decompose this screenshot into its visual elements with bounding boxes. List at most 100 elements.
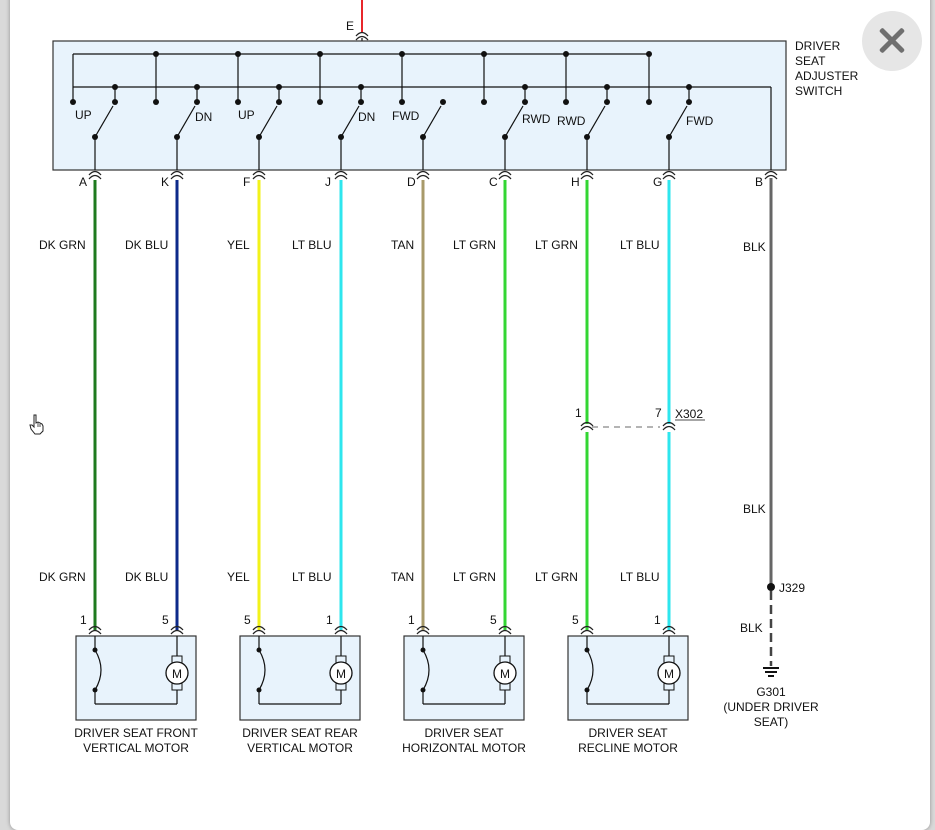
switch-pin-label: F <box>243 175 250 189</box>
wire-color-label: DK BLU <box>125 570 168 584</box>
ground-wire-label-3: BLK <box>740 621 763 635</box>
wire-color-label: DK GRN <box>39 570 86 584</box>
contact-label: UP <box>238 108 255 122</box>
wire-color-label: TAN <box>391 238 414 252</box>
wire-color-label: YEL <box>227 570 250 584</box>
splice-label: J329 <box>779 581 805 595</box>
motor-terminal-label: 1 <box>326 613 333 627</box>
wire-circuit-k: K5 <box>161 170 184 635</box>
switch-contact-labels: UP DN UP DN FWD RWD RWD FWD <box>75 108 714 128</box>
contact-label: RWD <box>557 114 586 128</box>
contact-label: FWD <box>392 109 420 123</box>
wire-color-labels: DK GRN DK GRN DK BLU DK BLU YEL YEL LT BLU LT B… <box>39 238 660 584</box>
svg-text:DRIVER: DRIVER <box>795 39 841 53</box>
switch-pin-label: B <box>755 175 763 189</box>
svg-text:ADJUSTER: ADJUSTER <box>795 69 859 83</box>
wire-color-label: TAN <box>391 570 414 584</box>
svg-text:SEAT: SEAT <box>795 54 826 68</box>
wire-circuit-b: B <box>755 170 778 189</box>
switch-pin-label: D <box>407 175 416 189</box>
switch-internal-circuit <box>70 51 772 170</box>
motor-symbol: M <box>336 667 346 681</box>
wire-color-label: LT BLU <box>620 570 660 584</box>
motor-icon: M <box>657 661 681 685</box>
motor-terminal-label: 5 <box>162 613 169 627</box>
motor-name: RECLINE MOTOR <box>578 741 678 755</box>
contact-label: DN <box>358 110 375 124</box>
wire-color-label: LT GRN <box>453 570 496 584</box>
wire-color-label: LT GRN <box>535 238 578 252</box>
wire-circuit-f: F5 <box>243 170 266 635</box>
wire-color-label: DK BLU <box>125 238 168 252</box>
motor-terminal-label: 5 <box>244 613 251 627</box>
wire-circuit-d: D1 <box>407 170 430 635</box>
connector-x302: 1 7 X302 <box>575 406 705 428</box>
wire-circuit-g: G1 <box>653 170 676 635</box>
wire-circuit-c: C5 <box>489 170 512 635</box>
motor-terminal-label: 1 <box>408 613 415 627</box>
switch-pin-label: K <box>161 175 169 189</box>
connector-pin-g: 7 <box>655 406 662 420</box>
motor-symbol: M <box>664 667 674 681</box>
switch-pin-label: C <box>489 175 498 189</box>
wire-color-label: LT GRN <box>453 238 496 252</box>
close-button[interactable] <box>862 11 922 71</box>
motor-terminal-label: 1 <box>80 613 87 627</box>
motor-name: DRIVER SEAT <box>588 726 668 740</box>
ground-wire-label-1: BLK <box>743 240 766 254</box>
wire-color-label: DK GRN <box>39 238 86 252</box>
motor-name: VERTICAL MOTOR <box>247 741 353 755</box>
motor-symbol: M <box>172 667 182 681</box>
ground-name: G301 <box>756 685 786 699</box>
switch-box <box>52 40 787 171</box>
svg-text:SWITCH: SWITCH <box>795 84 842 98</box>
motor-name: DRIVER SEAT FRONT <box>74 726 198 740</box>
wire-circuit-a: A1 <box>79 170 102 635</box>
motor-icon: M <box>329 661 353 685</box>
connector-name: X302 <box>675 407 703 421</box>
switch-pin-label: A <box>79 175 87 189</box>
motor-name: HORIZONTAL MOTOR <box>402 741 526 755</box>
contact-label: UP <box>75 108 92 122</box>
motor-symbol: M <box>500 667 510 681</box>
wire-color-label: LT BLU <box>292 570 332 584</box>
switch-title: DRIVER SEAT ADJUSTER SWITCH <box>795 39 859 98</box>
motor-name: VERTICAL MOTOR <box>83 741 189 755</box>
motor-icon: M <box>493 661 517 685</box>
connector-pin-h: 1 <box>575 406 582 420</box>
motor-terminal-label: 5 <box>572 613 579 627</box>
switch-pin-label: J <box>325 175 331 189</box>
motor-terminal-label: 1 <box>654 613 661 627</box>
ground-symbol-icon <box>763 667 779 677</box>
switch-pin-label: H <box>571 175 580 189</box>
wire-color-label: LT GRN <box>535 570 578 584</box>
contact-label: FWD <box>686 114 714 128</box>
motor-terminal-label: 5 <box>490 613 497 627</box>
contact-label: DN <box>195 110 212 124</box>
diagram-dialog: E DRIVER SEAT ADJUSTER SWITCH UP DN UP DN FW… <box>10 0 930 830</box>
wire-color-label: YEL <box>227 238 250 252</box>
splice-j329 <box>767 583 775 591</box>
ground-location-2: SEAT) <box>754 715 788 729</box>
ground-circuit: J329 G301 (UNDER DRIVER SEAT) BLK BLK BL… <box>723 178 819 729</box>
contact-label: RWD <box>522 112 551 126</box>
motor-icon: M <box>165 661 189 685</box>
wire-color-label: LT BLU <box>620 238 660 252</box>
hand-cursor-icon <box>29 414 44 435</box>
ground-wire-label-2: BLK <box>743 502 766 516</box>
switch-pin-label: G <box>653 175 662 189</box>
wire-color-label: LT BLU <box>292 238 332 252</box>
motor-name: DRIVER SEAT <box>424 726 504 740</box>
wire-circuit-h: H5 <box>571 170 594 635</box>
wire-circuit-j: J1 <box>325 170 348 635</box>
input-pin-label: E <box>346 19 354 33</box>
motor-name: DRIVER SEAT REAR <box>242 726 358 740</box>
ground-location-1: (UNDER DRIVER <box>723 700 819 714</box>
wiring-diagram: E DRIVER SEAT ADJUSTER SWITCH UP DN UP DN FW… <box>39 0 859 755</box>
